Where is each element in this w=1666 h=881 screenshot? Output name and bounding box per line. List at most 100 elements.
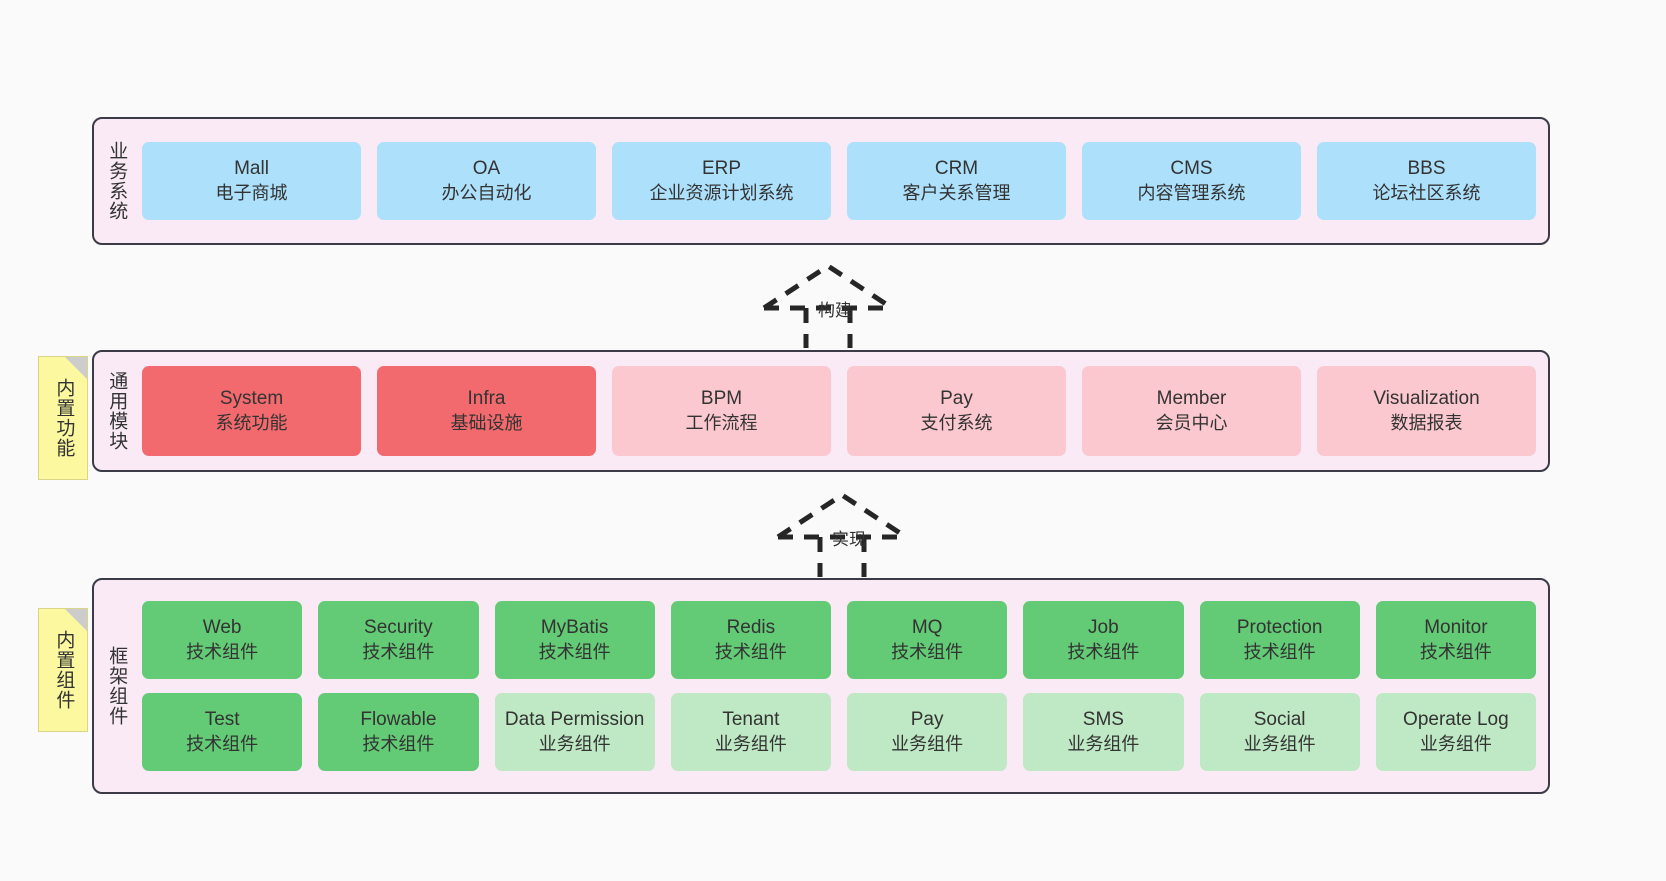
card-mall-name: Mall	[234, 157, 269, 182]
layer-business-systems: 业务系统 Mall 电子商城 OA 办公自动化 ERP 企业资源计划系统 CRM…	[92, 117, 1550, 245]
card-data-permission-desc: 业务组件	[539, 733, 611, 756]
note-fold-icon	[65, 609, 87, 631]
card-test-desc: 技术组件	[186, 733, 258, 756]
layer-title-framework-components: 框架组件	[94, 580, 138, 792]
card-erp-name: ERP	[702, 157, 741, 182]
card-redis-name: Redis	[727, 616, 776, 641]
card-pay-component-desc: 业务组件	[891, 733, 963, 756]
card-web-desc: 技术组件	[186, 641, 258, 664]
card-operate-log-name: Operate Log	[1403, 708, 1509, 733]
card-web-name: Web	[203, 616, 242, 641]
card-infra[interactable]: Infra 基础设施	[377, 366, 596, 456]
card-bpm-desc: 工作流程	[686, 412, 758, 435]
card-infra-name: Infra	[467, 387, 505, 412]
layer-title-common-modules: 通用模块	[94, 352, 138, 470]
note-builtin-features-label: 内置功能	[52, 378, 75, 458]
card-protection-desc: 技术组件	[1244, 641, 1316, 664]
card-sms-name: SMS	[1083, 708, 1124, 733]
card-monitor-name: Monitor	[1424, 616, 1487, 641]
framework-components-row-2: Test 技术组件 Flowable 技术组件 Data Permission …	[142, 693, 1536, 771]
card-member-desc: 会员中心	[1156, 412, 1228, 435]
card-bpm[interactable]: BPM 工作流程	[612, 366, 831, 456]
note-fold-icon	[65, 357, 87, 379]
card-social[interactable]: Social 业务组件	[1200, 693, 1360, 771]
card-job-name: Job	[1088, 616, 1119, 641]
card-oa-name: OA	[473, 157, 500, 182]
card-mybatis-desc: 技术组件	[539, 641, 611, 664]
card-protection-name: Protection	[1237, 616, 1323, 641]
card-bbs-name: BBS	[1407, 157, 1445, 182]
connector-implement-label: 实现	[832, 525, 866, 550]
connector-build-label: 构建	[818, 296, 852, 321]
card-social-desc: 业务组件	[1244, 733, 1316, 756]
card-system-desc: 系统功能	[216, 412, 288, 435]
note-builtin-features: 内置功能	[38, 356, 88, 480]
card-bpm-name: BPM	[701, 387, 742, 412]
card-member[interactable]: Member 会员中心	[1082, 366, 1301, 456]
card-mq[interactable]: MQ 技术组件	[847, 601, 1007, 679]
common-modules-row: System 系统功能 Infra 基础设施 BPM 工作流程 Pay 支付系统…	[142, 366, 1536, 456]
card-job[interactable]: Job 技术组件	[1023, 601, 1183, 679]
card-operate-log-desc: 业务组件	[1420, 733, 1492, 756]
layer-body-framework-components: Web 技术组件 Security 技术组件 MyBatis 技术组件 Redi…	[138, 580, 1548, 792]
card-flowable[interactable]: Flowable 技术组件	[318, 693, 478, 771]
card-member-name: Member	[1157, 387, 1227, 412]
card-protection[interactable]: Protection 技术组件	[1200, 601, 1360, 679]
card-redis-desc: 技术组件	[715, 641, 787, 664]
card-redis[interactable]: Redis 技术组件	[671, 601, 831, 679]
card-cms-desc: 内容管理系统	[1138, 182, 1246, 205]
card-oa[interactable]: OA 办公自动化	[377, 142, 596, 220]
card-crm[interactable]: CRM 客户关系管理	[847, 142, 1066, 220]
card-visualization-name: Visualization	[1373, 387, 1479, 412]
card-operate-log[interactable]: Operate Log 业务组件	[1376, 693, 1536, 771]
layer-body-business-systems: Mall 电子商城 OA 办公自动化 ERP 企业资源计划系统 CRM 客户关系…	[138, 119, 1548, 243]
card-system[interactable]: System 系统功能	[142, 366, 361, 456]
card-visualization-desc: 数据报表	[1391, 412, 1463, 435]
business-systems-row: Mall 电子商城 OA 办公自动化 ERP 企业资源计划系统 CRM 客户关系…	[142, 142, 1536, 220]
card-pay-component[interactable]: Pay 业务组件	[847, 693, 1007, 771]
card-social-name: Social	[1254, 708, 1306, 733]
card-security-desc: 技术组件	[362, 641, 434, 664]
card-tenant-name: Tenant	[722, 708, 779, 733]
card-web[interactable]: Web 技术组件	[142, 601, 302, 679]
card-security-name: Security	[364, 616, 433, 641]
card-erp[interactable]: ERP 企业资源计划系统	[612, 142, 831, 220]
card-pay-module-name: Pay	[940, 387, 973, 412]
card-mybatis-name: MyBatis	[541, 616, 609, 641]
card-visualization[interactable]: Visualization 数据报表	[1317, 366, 1536, 456]
card-mybatis[interactable]: MyBatis 技术组件	[495, 601, 655, 679]
card-test-name: Test	[205, 708, 240, 733]
card-mall-desc: 电子商城	[216, 182, 288, 205]
card-cms[interactable]: CMS 内容管理系统	[1082, 142, 1301, 220]
note-builtin-components-label: 内置组件	[52, 630, 75, 710]
card-tenant[interactable]: Tenant 业务组件	[671, 693, 831, 771]
card-mq-desc: 技术组件	[891, 641, 963, 664]
card-erp-desc: 企业资源计划系统	[650, 182, 794, 205]
card-flowable-desc: 技术组件	[362, 733, 434, 756]
framework-components-row-1: Web 技术组件 Security 技术组件 MyBatis 技术组件 Redi…	[142, 601, 1536, 679]
layer-body-common-modules: System 系统功能 Infra 基础设施 BPM 工作流程 Pay 支付系统…	[138, 352, 1548, 470]
card-mall[interactable]: Mall 电子商城	[142, 142, 361, 220]
card-data-permission[interactable]: Data Permission 业务组件	[495, 693, 655, 771]
card-test[interactable]: Test 技术组件	[142, 693, 302, 771]
card-pay-module-desc: 支付系统	[921, 412, 993, 435]
card-monitor[interactable]: Monitor 技术组件	[1376, 601, 1536, 679]
card-monitor-desc: 技术组件	[1420, 641, 1492, 664]
card-flowable-name: Flowable	[360, 708, 436, 733]
card-data-permission-name: Data Permission	[505, 708, 644, 733]
card-crm-name: CRM	[935, 157, 978, 182]
connector-implement: 实现	[770, 487, 930, 577]
card-pay-component-name: Pay	[911, 708, 944, 733]
card-bbs[interactable]: BBS 论坛社区系统	[1317, 142, 1536, 220]
connector-build: 构建	[756, 258, 916, 348]
layer-title-business-systems: 业务系统	[94, 119, 138, 243]
card-crm-desc: 客户关系管理	[903, 182, 1011, 205]
card-sms[interactable]: SMS 业务组件	[1023, 693, 1183, 771]
card-security[interactable]: Security 技术组件	[318, 601, 478, 679]
card-pay-module[interactable]: Pay 支付系统	[847, 366, 1066, 456]
card-job-desc: 技术组件	[1067, 641, 1139, 664]
layer-common-modules: 通用模块 System 系统功能 Infra 基础设施 BPM 工作流程 Pay…	[92, 350, 1550, 472]
card-mq-name: MQ	[912, 616, 943, 641]
card-oa-desc: 办公自动化	[442, 182, 532, 205]
